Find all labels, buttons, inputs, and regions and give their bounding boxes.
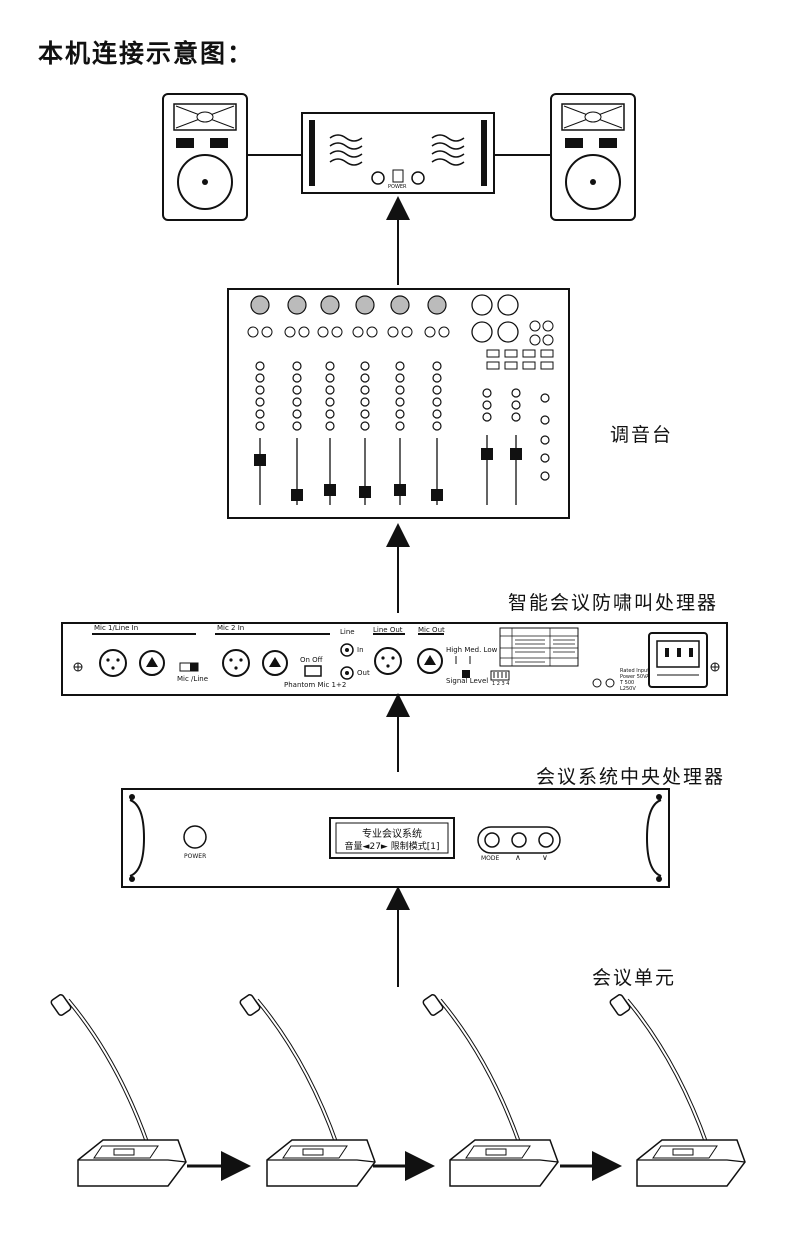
mode-button-label: MODE [481, 855, 500, 862]
speaker-left [162, 93, 248, 221]
lcd-line-2: 音量◄27► 限制模式[1] [344, 842, 440, 852]
feedback-suppressor [61, 622, 728, 696]
high-med-low-label: High Med. Low [446, 646, 498, 654]
label-conference-units: 会议单元 [592, 967, 677, 989]
central-processor [121, 788, 670, 888]
mic1-label: Mic 1/Line In [94, 624, 139, 632]
mixer-channel-strip [424, 295, 450, 505]
line-out-small-label: Out [357, 669, 370, 677]
label-feedback-processor: 智能会议防啸叫处理器 [508, 592, 719, 614]
line-in-label: In [357, 646, 364, 654]
line-out-label: Line Out [373, 626, 403, 634]
conference-unit [422, 994, 559, 1187]
label-mixer: 调音台 [610, 424, 674, 446]
down-button-label: ∨ [542, 853, 548, 862]
on-off-label: On Off [300, 656, 323, 664]
mixer-channel-strip [387, 295, 413, 505]
mixer-console [227, 288, 570, 519]
phantom-label: Phantom Mic 1+2 [284, 681, 347, 689]
mixer-channel-strip [352, 295, 378, 505]
mixer-channel-strip [284, 295, 310, 505]
up-button-label: ∧ [515, 853, 521, 862]
mic-out-label: Mic Out [418, 626, 445, 634]
speaker-right [550, 93, 636, 221]
page-title: 本机连接示意图： [38, 39, 255, 68]
central-power-label: POWER [184, 853, 207, 860]
power-rating-label: Rated Input Power 50VA T 500 L250V [620, 668, 650, 692]
amp-power-label: POWER [388, 184, 407, 190]
dip-switch-label: 1 2 3 4 [492, 681, 510, 687]
conference-unit [609, 994, 746, 1187]
conference-unit [50, 994, 187, 1187]
signal-level-label: Signal Level [446, 677, 489, 685]
mixer-channel-strip [247, 295, 273, 505]
line-label: Line [340, 628, 355, 636]
mixer-channel-strip [317, 295, 343, 505]
mic2-label: Mic 2 In [217, 624, 245, 632]
conference-unit [239, 994, 376, 1187]
label-central-processor: 会议系统中央处理器 [536, 766, 726, 788]
lcd-line-1: 专业会议系统 [362, 829, 422, 840]
mic-line-switch-label: Mic /Line [177, 675, 209, 683]
power-amplifier [301, 112, 495, 194]
